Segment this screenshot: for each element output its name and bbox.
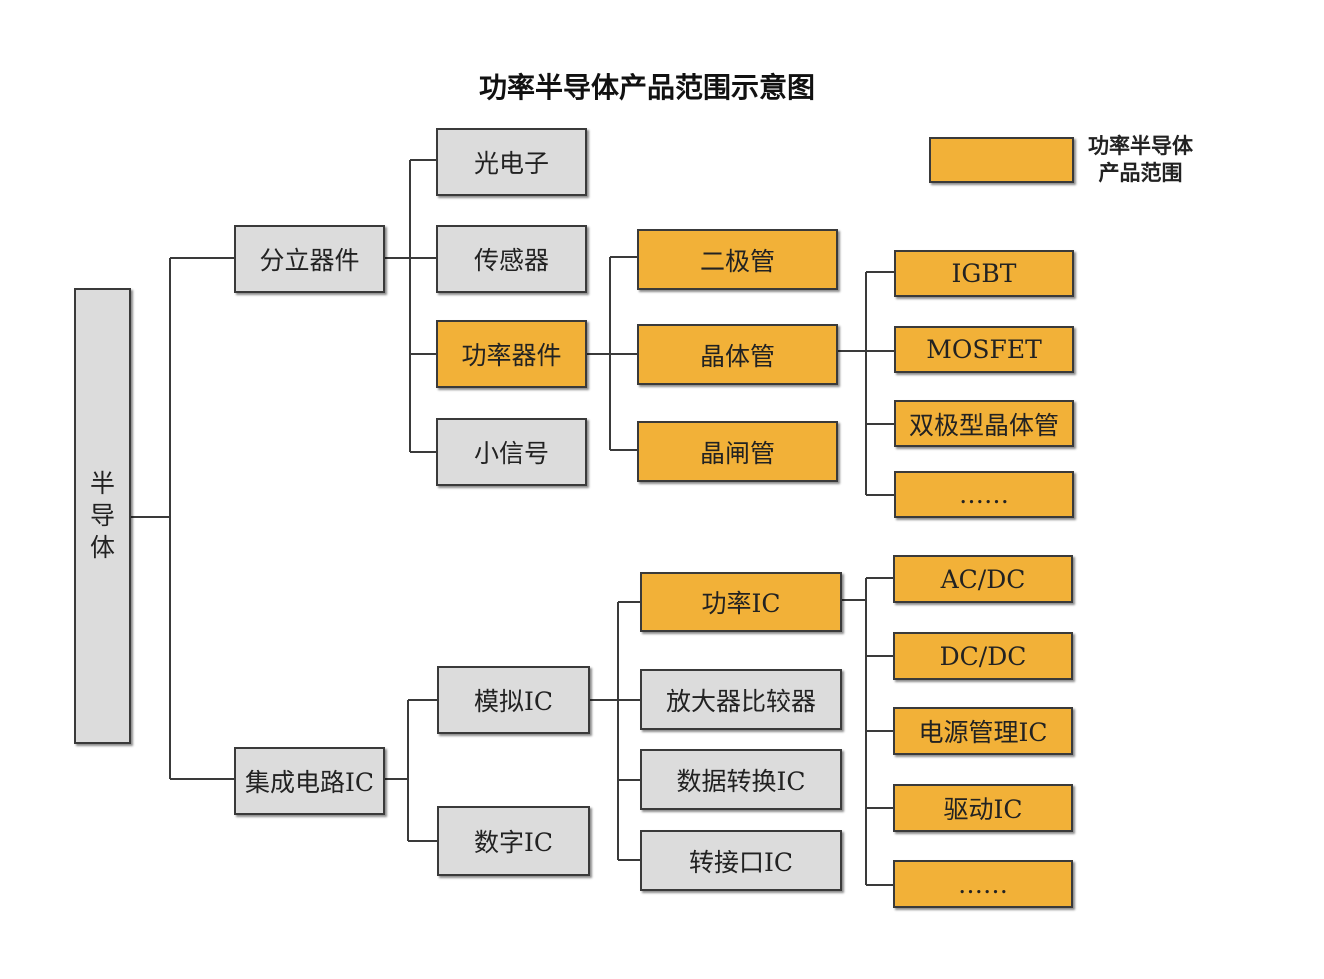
node-acdc: AC/DC (893, 555, 1073, 603)
node-power-device: 功率器件 (436, 320, 587, 388)
node-analog-ic: 模拟IC (437, 666, 590, 734)
node-sensor: 传感器 (436, 225, 587, 293)
node-amplifier-comparator: 放大器比较器 (640, 669, 842, 730)
legend-label-line2: 产品范围 (1098, 160, 1183, 185)
node-data-converter-ic: 数据转换IC (640, 749, 842, 810)
node-transistor-more: …… (894, 471, 1074, 518)
diagram-title: 功率半导体产品范围示意图 (478, 71, 815, 104)
node-digital-ic: 数字IC (437, 806, 590, 876)
node-semiconductor: 半 导 体 (74, 288, 131, 744)
node-power-ic-more: …… (893, 860, 1073, 908)
node-integrated-circuit: 集成电路IC (234, 747, 385, 815)
node-small-signal: 小信号 (436, 418, 587, 486)
node-dcdc: DC/DC (893, 632, 1073, 680)
node-semiconductor-char2: 导 (89, 501, 115, 530)
node-thyristor: 晶闸管 (637, 421, 838, 482)
node-mosfet: MOSFET (894, 326, 1074, 373)
legend-label: 功率半导体 产品范围 (1088, 132, 1193, 186)
legend-label-line1: 功率半导体 (1088, 133, 1193, 158)
node-driver-ic: 驱动IC (893, 784, 1073, 832)
node-igbt: IGBT (894, 250, 1074, 297)
node-diode: 二极管 (637, 229, 838, 290)
node-interface-ic: 转接口IC (640, 830, 842, 891)
node-transistor: 晶体管 (637, 324, 838, 385)
node-optoelectronics: 光电子 (436, 128, 587, 196)
node-semiconductor-char1: 半 (89, 469, 115, 498)
legend-swatch (929, 137, 1074, 183)
node-discrete-devices: 分立器件 (234, 225, 385, 293)
node-power-ic: 功率IC (640, 572, 842, 632)
node-semiconductor-char3: 体 (89, 533, 115, 562)
node-power-management-ic: 电源管理IC (893, 707, 1073, 755)
node-bipolar-transistor: 双极型晶体管 (894, 400, 1074, 447)
